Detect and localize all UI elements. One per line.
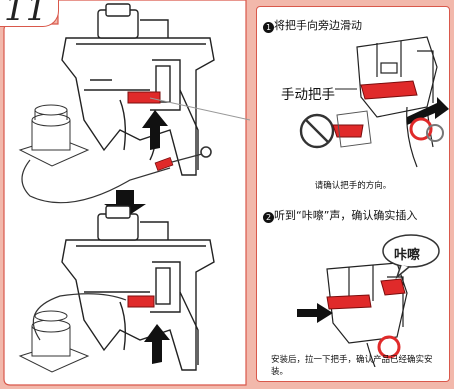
slide-arrow-icon: [407, 97, 449, 125]
ring-closeup: [409, 117, 433, 141]
step1-bullet-icon: 1: [263, 22, 274, 33]
step2-bullet-icon: 2: [263, 212, 274, 223]
manual-handle-label: 手动把手: [281, 87, 335, 103]
confirm-install-note: 安装后，拉一下把手，确认产品已经确实安装。: [271, 355, 433, 377]
wrong-direction-inset: [299, 110, 372, 149]
handle-closeup: [360, 80, 418, 100]
cable-connector-top: [154, 156, 174, 172]
cable-top: [21, 159, 171, 204]
handle-top: [127, 91, 161, 104]
arrow-up-icon-bottom: [144, 324, 170, 364]
arrow-up-icon-top: [142, 110, 168, 150]
pointer-line: [149, 97, 250, 121]
step1-text: 将把手向旁边滑动: [274, 19, 362, 32]
step1-illustration: [299, 36, 449, 168]
device-stand-top: [18, 104, 90, 167]
device-stand-bottom: [18, 310, 90, 373]
check-direction-note: 请确认把手的方向。: [314, 181, 392, 191]
step-tab: 11: [0, 0, 59, 27]
cable-bottom: [32, 293, 127, 341]
push-arrow-icon: [297, 303, 333, 323]
step2-text: 听到“咔嚓”声，确认确实插入: [274, 209, 418, 222]
step2-illustration: [297, 234, 440, 367]
click-sound-label: 咔嚓: [394, 248, 421, 263]
handle-bottom: [127, 295, 155, 308]
printer-unit-top: [61, 3, 215, 176]
step-number: 11: [4, 0, 48, 29]
left-illustration: [3, 0, 250, 386]
cable-ring-top: [200, 146, 212, 158]
click-bubble: [382, 234, 440, 268]
